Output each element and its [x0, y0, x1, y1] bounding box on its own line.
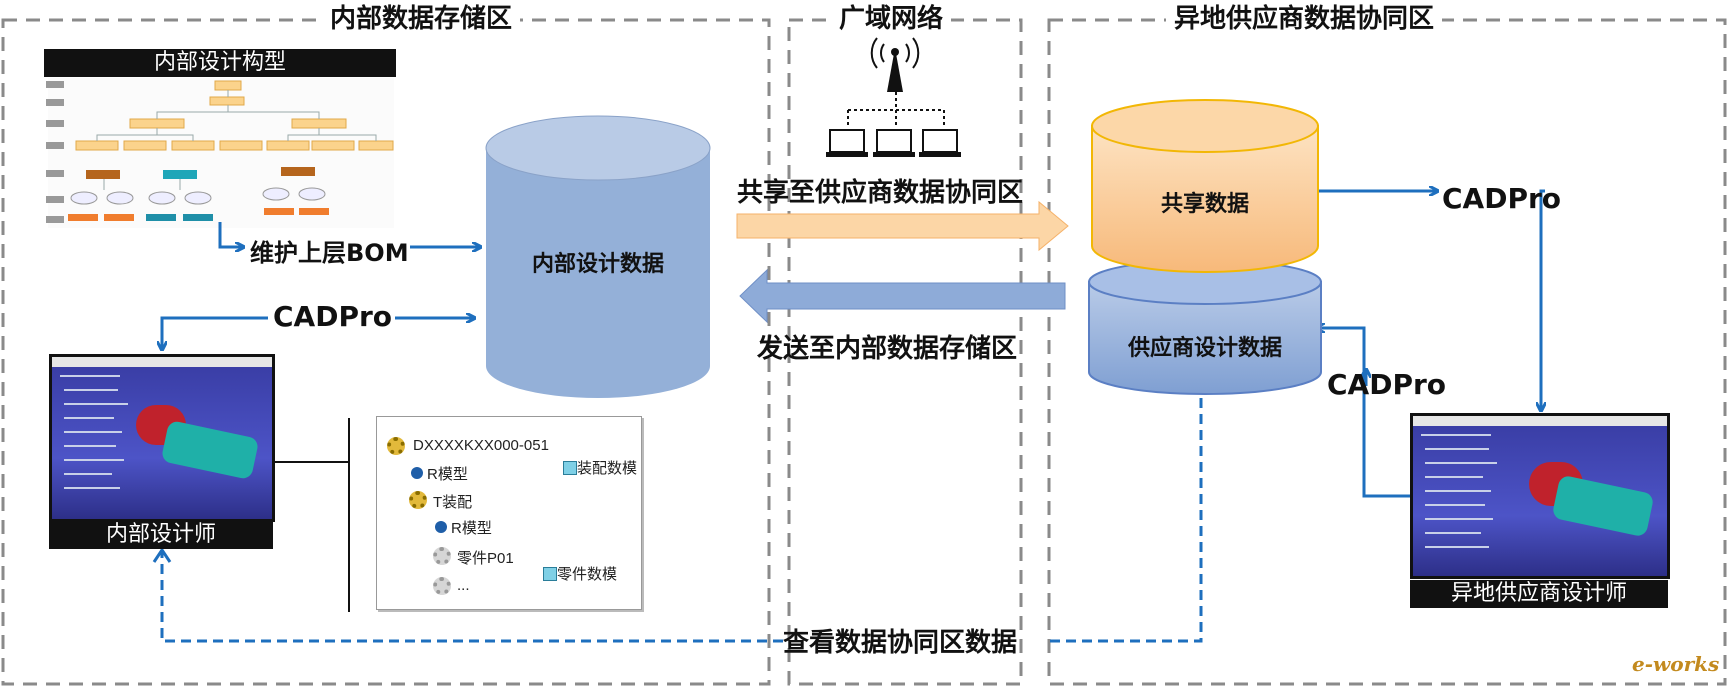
wan-zone-title: 广域网络	[831, 2, 952, 36]
design-structure-chart	[46, 78, 394, 228]
part-gear-icon	[433, 547, 451, 565]
supplier-cad-screenshot	[1410, 413, 1670, 579]
bom-root-item: DXXXXKXX000-051	[413, 437, 549, 454]
supplier-database-cylinder	[1088, 259, 1322, 395]
supplier-designer-label: 异地供应商设计师	[1410, 580, 1668, 608]
cad-menubar	[1413, 416, 1667, 426]
cad-menubar	[52, 357, 272, 367]
bom-tree-panel: DXXXXKXX000-051 装配数模 R模型 T装配 R模型 零件P01 零…	[376, 416, 642, 610]
shared-database-cylinder	[1091, 99, 1319, 273]
maintain-bom-label: 维护上层BOM	[250, 239, 409, 267]
model-ball-icon	[411, 467, 423, 479]
part-gear-icon	[433, 577, 451, 595]
assembly-gear-icon	[409, 491, 427, 509]
cadpro-left-label: CADPro	[273, 300, 393, 333]
bom-grandchild: R模型	[451, 520, 492, 537]
eworks-logo: e-works	[1632, 652, 1720, 676]
share-block-arrow	[736, 200, 1069, 252]
document-icon	[543, 567, 557, 581]
bom-callout-connector	[272, 418, 350, 612]
cadpro-mid-label: CADPro	[1327, 368, 1447, 401]
bom-child1: R模型	[427, 466, 468, 483]
bom-part-note: 零件数模	[557, 566, 618, 583]
send-block-arrow	[739, 268, 1066, 324]
share-arrow-label: 共享至供应商数据协同区	[737, 178, 1024, 208]
supplier-zone-title: 异地供应商数据协同区	[1166, 2, 1443, 36]
view-dashed-loop	[160, 396, 1203, 643]
assembly-gear-icon	[387, 437, 405, 455]
design-structure-label: 内部设计构型	[44, 49, 396, 77]
internal-cad-screenshot	[49, 354, 275, 522]
supplier-database-label: 供应商设计数据	[1127, 336, 1282, 361]
cad-viewport	[1413, 426, 1667, 576]
internal-database-label: 内部设计数据	[531, 252, 664, 277]
bom-child2: T装配	[433, 494, 473, 511]
shared-database-label: 共享数据	[1160, 192, 1249, 217]
cad-viewport	[52, 367, 272, 519]
view-collab-data-label: 查看数据协同区数据	[783, 628, 1018, 658]
bom-part: 零件P01	[457, 550, 514, 567]
bom-more: ...	[457, 577, 470, 594]
send-arrow-label: 发送至内部数据存储区	[757, 334, 1018, 364]
internal-zone-title: 内部数据存储区	[322, 2, 521, 36]
bom-root-note: 装配数模	[577, 460, 638, 477]
document-icon	[563, 461, 577, 475]
cadpro-right-label: CADPro	[1442, 182, 1562, 215]
internal-database-cylinder	[485, 115, 711, 398]
dashed-arrowhead	[152, 547, 172, 563]
model-ball-icon	[435, 521, 447, 533]
wan-network-icon	[826, 37, 961, 157]
internal-designer-label: 内部设计师	[49, 521, 273, 549]
